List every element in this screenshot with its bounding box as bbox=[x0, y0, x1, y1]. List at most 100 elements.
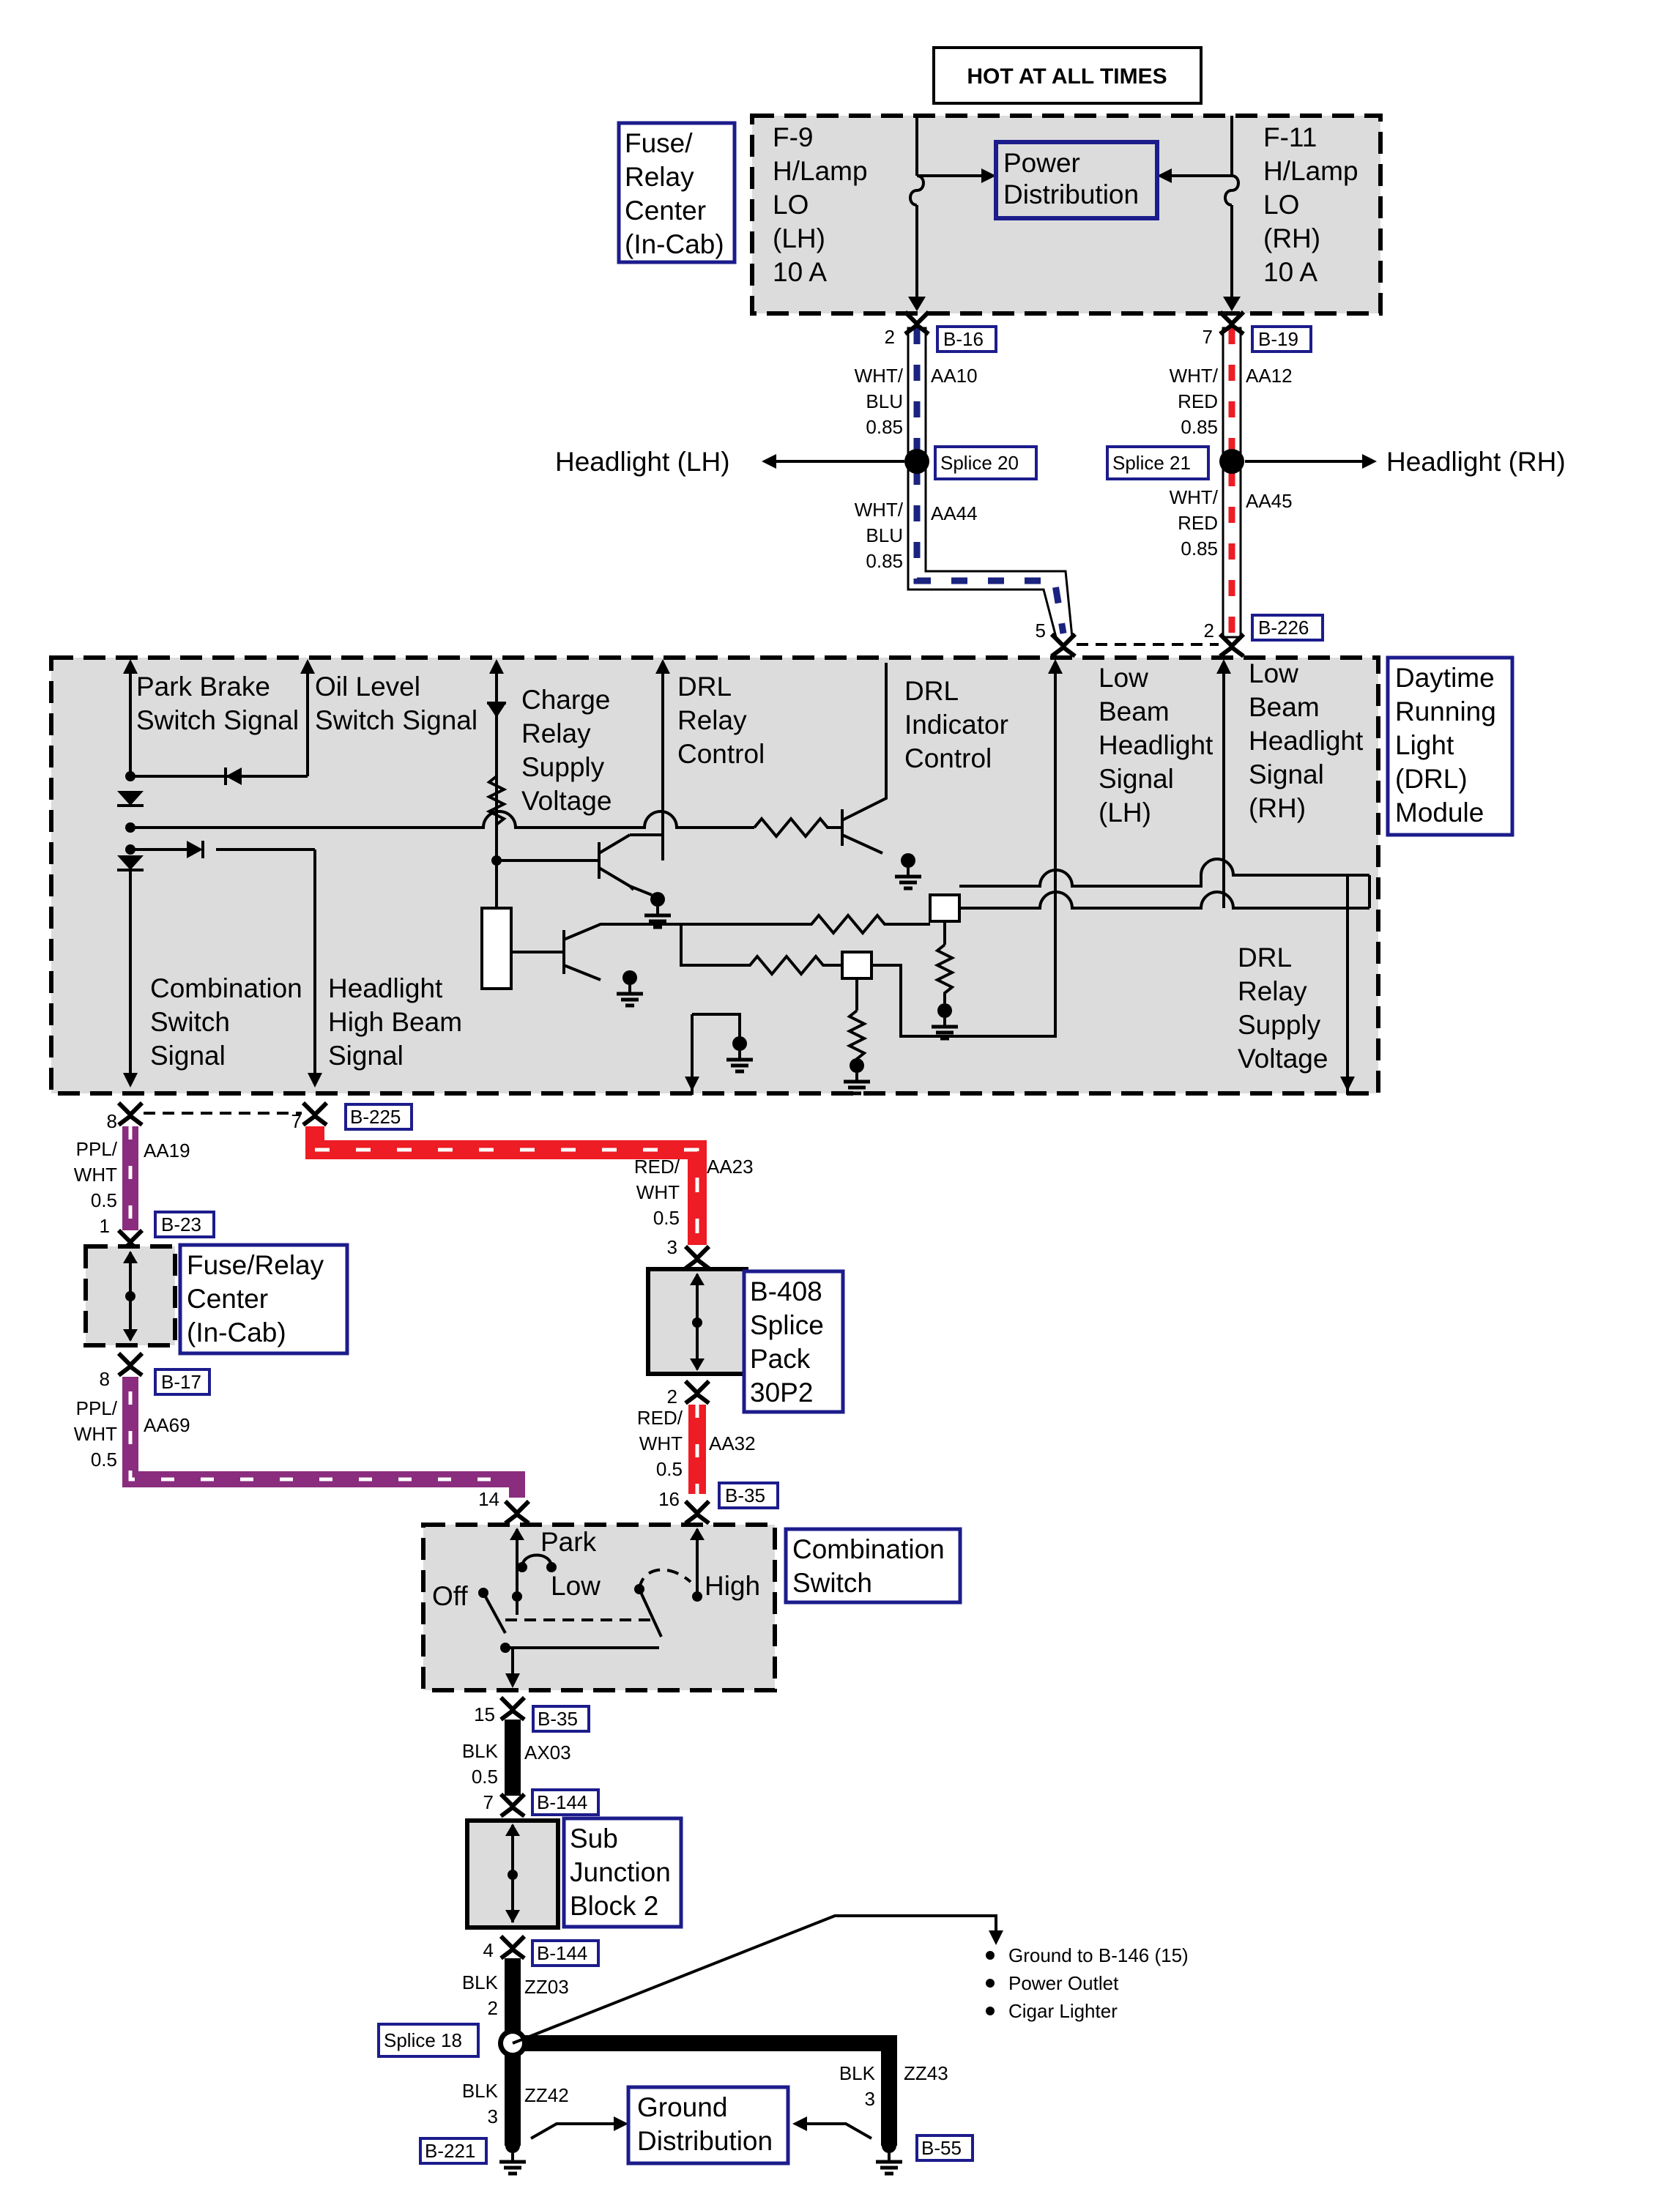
svg-text:Voltage: Voltage bbox=[521, 786, 612, 816]
connector-b35-pin16-icon bbox=[685, 1501, 709, 1523]
connector-b144-top-tag: 7 B-144 bbox=[483, 1788, 600, 1816]
svg-text:DRL: DRL bbox=[904, 676, 959, 706]
connector-b144-pin7-icon bbox=[501, 1794, 524, 1816]
svg-text:Relay: Relay bbox=[1238, 976, 1307, 1006]
fuse-f9-icon bbox=[909, 174, 925, 207]
svg-text:Distribution: Distribution bbox=[1003, 179, 1139, 209]
svg-text:7: 7 bbox=[291, 1110, 302, 1132]
svg-text:B-16: B-16 bbox=[943, 328, 984, 350]
svg-text:WHT: WHT bbox=[636, 1181, 680, 1203]
svg-text:AA44: AA44 bbox=[931, 502, 978, 524]
svg-text:Signal: Signal bbox=[150, 1041, 226, 1071]
svg-text:AA45: AA45 bbox=[1246, 490, 1293, 512]
connector-b17-tag: 8 B-17 bbox=[100, 1368, 211, 1396]
drl-combination-signal-label: Combination Switch Signal bbox=[150, 973, 302, 1071]
svg-text:WHT: WHT bbox=[74, 1164, 117, 1186]
splice-18: Splice 18 bbox=[377, 1914, 1003, 2146]
svg-text:AX03: AX03 bbox=[524, 1741, 571, 1763]
svg-text:PPL/: PPL/ bbox=[76, 1138, 118, 1160]
wire-aa23-labels: RED/ WHT 0.5 AA23 bbox=[634, 1156, 754, 1229]
fuse-relay-center-top-label: Fuse/ Relay Center (In-Cab) bbox=[617, 121, 737, 264]
fuse-f9-label: F-9 H/Lamp LO (LH) 10 A bbox=[773, 122, 868, 287]
svg-text:0.85: 0.85 bbox=[1181, 538, 1218, 560]
drl-relay-supply-label: DRL Relay Supply Voltage bbox=[1238, 943, 1328, 1074]
svg-text:WHT: WHT bbox=[639, 1432, 683, 1454]
wire-aa45 bbox=[1222, 469, 1242, 639]
diode-icon bbox=[226, 767, 242, 785]
connector-b35-pin15-icon bbox=[501, 1698, 524, 1720]
connector-b226-tag: 5 2 B-226 bbox=[1036, 614, 1324, 642]
diode-icon bbox=[117, 791, 144, 806]
svg-text:Block 2: Block 2 bbox=[570, 1891, 658, 1921]
svg-text:Headlight: Headlight bbox=[328, 973, 443, 1003]
svg-text:WHT/: WHT/ bbox=[1170, 486, 1219, 508]
svg-text:0.5: 0.5 bbox=[91, 1449, 117, 1471]
pin-2-label: 2 bbox=[667, 1386, 677, 1408]
ground-b55-icon bbox=[876, 2138, 902, 2174]
connector-b144-bottom-tag: 4 B-144 bbox=[483, 1939, 600, 1967]
wire-zz42-labels: BLK 3 ZZ42 bbox=[462, 2080, 569, 2127]
svg-text:5: 5 bbox=[1036, 620, 1046, 642]
svg-text:Beam: Beam bbox=[1099, 696, 1170, 726]
svg-text:AA19: AA19 bbox=[144, 1140, 190, 1161]
svg-text:Control: Control bbox=[677, 739, 765, 769]
wire-ax03-labels: BLK 0.5 AX03 bbox=[462, 1740, 571, 1788]
svg-text:Power Outlet: Power Outlet bbox=[1008, 1972, 1119, 1994]
svg-text:Fuse/: Fuse/ bbox=[625, 128, 693, 158]
svg-text:Pack: Pack bbox=[750, 1344, 811, 1374]
connector-b225-pin7-icon bbox=[303, 1103, 327, 1125]
svg-text:WHT/: WHT/ bbox=[855, 499, 904, 521]
connector-b408-pin3-icon bbox=[685, 1246, 709, 1268]
splice-pack-label: B-408 Splice Pack 30P2 bbox=[742, 1269, 845, 1414]
svg-text:Relay: Relay bbox=[677, 705, 747, 735]
svg-text:(LH): (LH) bbox=[773, 223, 825, 253]
svg-text:(In-Cab): (In-Cab) bbox=[187, 1317, 286, 1347]
switch-park-label: Park bbox=[540, 1527, 597, 1557]
svg-text:LO: LO bbox=[773, 190, 809, 220]
svg-text:Running: Running bbox=[1395, 696, 1496, 726]
headlight-rh-label: Headlight (RH) bbox=[1386, 447, 1566, 477]
svg-text:15: 15 bbox=[474, 1703, 495, 1725]
connector-b408-pin2-icon bbox=[685, 1381, 709, 1403]
wire-aa32-labels: RED/ WHT 0.5 AA32 bbox=[637, 1407, 756, 1480]
svg-text:3: 3 bbox=[865, 2088, 875, 2110]
drl-headlight-high-label: Headlight High Beam Signal bbox=[328, 973, 462, 1071]
svg-text:ZZ03: ZZ03 bbox=[524, 1976, 569, 1998]
drl-charge-relay-label: Charge Relay Supply Voltage bbox=[521, 685, 612, 816]
fuse-relay-center-top: Power Distribution F-9 H/Lamp LO (LH) 10… bbox=[750, 114, 1383, 316]
wire-aa44 bbox=[907, 469, 1074, 638]
svg-text:B-144: B-144 bbox=[537, 1791, 587, 1813]
svg-text:Splice 21: Splice 21 bbox=[1112, 452, 1191, 474]
diode-icon bbox=[487, 703, 506, 718]
svg-text:Beam: Beam bbox=[1249, 692, 1320, 722]
svg-text:Distribution: Distribution bbox=[637, 2126, 773, 2156]
pin-3-label: 3 bbox=[667, 1236, 677, 1258]
drl-low-beam-rh-label: Low Beam Headlight Signal (RH) bbox=[1249, 658, 1364, 823]
svg-text:Splice: Splice bbox=[750, 1310, 824, 1340]
switch-off-label: Off bbox=[432, 1581, 468, 1611]
svg-text:Ground to B-146 (15): Ground to B-146 (15) bbox=[1008, 1944, 1189, 1966]
svg-text:B-408: B-408 bbox=[750, 1276, 822, 1306]
svg-text:Relay: Relay bbox=[521, 718, 591, 748]
svg-text:Supply: Supply bbox=[1238, 1010, 1321, 1040]
svg-text:Sub: Sub bbox=[570, 1824, 618, 1854]
sub-junction-block bbox=[465, 1818, 560, 1930]
connectors-b16-b19-tags: 2 B-16 7 B-19 bbox=[885, 325, 1312, 353]
svg-text:B-17: B-17 bbox=[161, 1371, 201, 1393]
ground-b221-icon bbox=[499, 2138, 526, 2174]
svg-text:B-221: B-221 bbox=[425, 2140, 475, 2162]
svg-text:0.5: 0.5 bbox=[656, 1458, 683, 1480]
drl-relay-control-label: DRL Relay Control bbox=[677, 672, 765, 769]
svg-text:Switch Signal: Switch Signal bbox=[136, 705, 299, 735]
svg-text:DRL: DRL bbox=[677, 672, 732, 702]
svg-text:Supply: Supply bbox=[521, 752, 605, 782]
svg-text:Charge: Charge bbox=[521, 685, 610, 715]
svg-text:Splice 20: Splice 20 bbox=[940, 452, 1019, 474]
svg-text:WHT: WHT bbox=[74, 1423, 117, 1445]
connector-b144-pin4-icon bbox=[501, 1936, 524, 1958]
svg-text:0.85: 0.85 bbox=[1181, 416, 1218, 438]
svg-text:AA12: AA12 bbox=[1246, 365, 1293, 387]
svg-text:Center: Center bbox=[625, 196, 706, 226]
svg-text:10 A: 10 A bbox=[773, 257, 827, 287]
svg-text:3: 3 bbox=[488, 2105, 498, 2127]
